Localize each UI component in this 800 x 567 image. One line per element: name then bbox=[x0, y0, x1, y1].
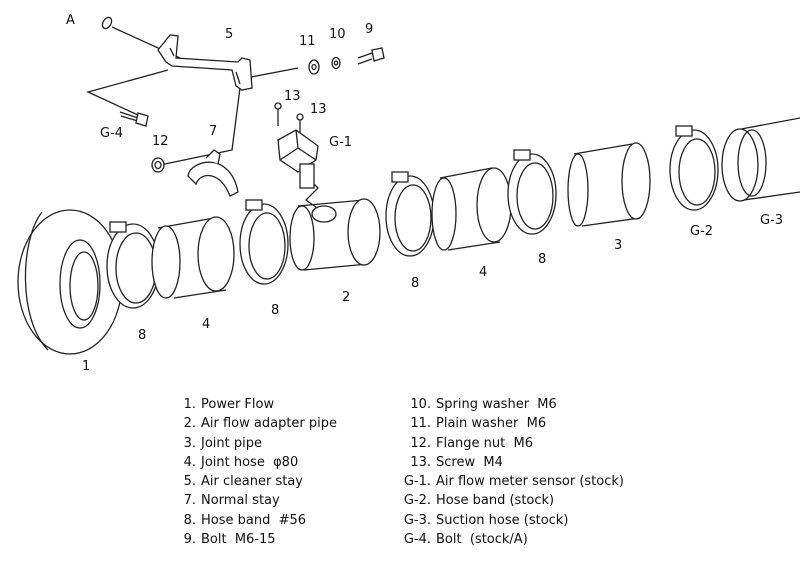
joint-hose-4b bbox=[431, 167, 512, 251]
air-cleaner-stay bbox=[157, 34, 253, 91]
legend-item: 13.Screw M4 bbox=[410, 454, 503, 470]
callout-10: 10 bbox=[329, 27, 346, 42]
legend-item: 9.Bolt M6-15 bbox=[183, 532, 276, 548]
air-flow-adapter-pipe bbox=[289, 198, 381, 271]
screw-m4-a bbox=[274, 102, 282, 126]
parts-legend-left: 1.Power Flow 2.Air flow adapter pipe 3.J… bbox=[182, 395, 337, 549]
leader-line-washers bbox=[159, 87, 241, 166]
legend-item: 3.Joint pipe bbox=[183, 435, 262, 451]
joint-pipe bbox=[567, 142, 651, 227]
screw-m4-b bbox=[296, 113, 304, 134]
callout-g3: G-3 bbox=[760, 213, 783, 228]
callout-a: A bbox=[66, 13, 75, 28]
air-flow-meter-sensor bbox=[277, 129, 319, 189]
legend-item: 5.Air cleaner stay bbox=[183, 474, 303, 490]
suction-hose bbox=[721, 117, 800, 202]
plain-washer bbox=[308, 59, 320, 75]
callout-8a: 8 bbox=[138, 328, 146, 343]
bolt-g4 bbox=[119, 111, 149, 127]
callout-8d: 8 bbox=[538, 252, 546, 267]
hose-band-8c bbox=[385, 171, 435, 257]
callout-g1: G-1 bbox=[329, 135, 352, 150]
legend-item: G-3.Suction hose (stock) bbox=[403, 512, 569, 528]
hose-band-8a bbox=[106, 221, 160, 309]
legend-item: 7.Normal stay bbox=[183, 493, 280, 509]
legend-item: 11.Plain washer M6 bbox=[410, 416, 547, 432]
normal-stay bbox=[187, 149, 239, 197]
callout-3: 3 bbox=[614, 238, 622, 253]
bolt-m6 bbox=[357, 47, 385, 65]
power-flow-filter bbox=[17, 209, 123, 355]
callout-12: 12 bbox=[152, 134, 169, 149]
callout-g2: G-2 bbox=[690, 224, 713, 239]
callout-8b: 8 bbox=[271, 303, 279, 318]
callout-g4: G-4 bbox=[100, 126, 123, 141]
callout-2: 2 bbox=[342, 290, 350, 305]
legend-item: G-2.Hose band (stock) bbox=[403, 493, 555, 509]
callout-4a: 4 bbox=[202, 317, 210, 332]
callout-13b: 13 bbox=[310, 102, 327, 117]
exploded-parts-diagram: A 5 11 10 9 13 13 G-4 12 7 G-1 G-2 G-3 3… bbox=[17, 13, 800, 374]
legend-item: 10.Spring washer M6 bbox=[410, 397, 557, 412]
legend-item: G-1.Air flow meter sensor (stock) bbox=[403, 474, 624, 490]
spring-washer bbox=[331, 56, 341, 70]
legend-item: G-4.Bolt (stock/A) bbox=[403, 532, 528, 548]
legend-item: 8.Hose band #56 bbox=[183, 512, 307, 528]
joint-hose-4a bbox=[151, 216, 235, 299]
o-ring-a bbox=[101, 16, 113, 30]
callout-13a: 13 bbox=[284, 89, 301, 104]
callout-7: 7 bbox=[209, 124, 217, 139]
legend-item: 2.Air flow adapter pipe bbox=[183, 416, 338, 432]
callout-1: 1 bbox=[82, 359, 90, 374]
legend-item: 4.Joint hose φ80 bbox=[183, 454, 299, 470]
hose-band-8b bbox=[239, 199, 289, 285]
legend-item: 1.Power Flow bbox=[183, 397, 275, 412]
leader-line-stay bbox=[245, 67, 299, 79]
callout-5: 5 bbox=[225, 27, 233, 42]
parts-legend-right: 10.Spring washer M6 11.Plain washer M6 1… bbox=[398, 395, 624, 549]
callout-8c: 8 bbox=[411, 276, 419, 291]
leader-line-g4 bbox=[86, 69, 169, 117]
flange-nut bbox=[151, 157, 165, 173]
callout-9: 9 bbox=[365, 22, 373, 37]
legend-item: 12.Flange nut M6 bbox=[410, 435, 534, 451]
callout-4b: 4 bbox=[479, 265, 487, 280]
hose-band-g2 bbox=[669, 125, 719, 211]
callout-11: 11 bbox=[299, 34, 316, 49]
hose-band-8d bbox=[507, 149, 557, 235]
